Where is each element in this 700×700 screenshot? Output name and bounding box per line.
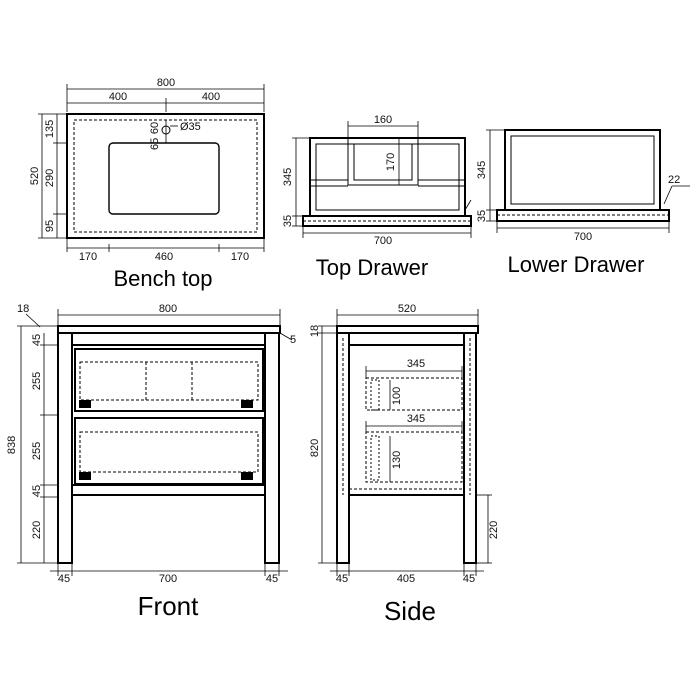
dim-front-leg-left: 45 (58, 573, 70, 585)
dim-bench-w-left: 170 (79, 251, 97, 263)
dim-side-drawer1-h: 100 (391, 387, 403, 405)
dim-front-leg: 220 (31, 521, 43, 539)
dim-bench-half-right: 400 (202, 91, 220, 103)
dim-lowerdrawer-height: 345 (476, 161, 488, 179)
dim-front-overhang: 5 (290, 334, 296, 346)
dim-topdrawer-width: 700 (374, 235, 392, 247)
dim-side-body: 820 (309, 439, 321, 457)
dim-front-drawer2: 255 (31, 442, 43, 460)
dim-lowerdrawer-base: 35 (476, 210, 488, 222)
dim-side-top-thickness: 18 (309, 325, 321, 337)
bench-top-view: 800 400 400 Ø35 65 60 520 135 290 95 (29, 77, 265, 291)
dim-lowerdrawer-lip: 22 (668, 174, 680, 186)
dim-front-drawer1: 255 (31, 372, 43, 390)
dim-tap-a: 65 (149, 138, 161, 150)
dim-front-top-thickness: 18 (17, 303, 29, 315)
dim-topdrawer-gap: 160 (374, 114, 392, 126)
front-view: 800 18 5 838 45 (6, 303, 296, 621)
lower-drawer-view: 345 35 22 700 Lower Drawer (476, 129, 690, 277)
dim-side-span: 405 (397, 573, 415, 585)
dim-bench-d-mid: 290 (44, 169, 56, 187)
dim-front-rail-bot: 45 (31, 485, 43, 497)
dim-topdrawer-height: 345 (282, 168, 294, 186)
side-view: 520 345 100 345 130 18 820 (309, 303, 500, 626)
front-drawer-2 (74, 417, 264, 485)
caption-bench-top: Bench top (113, 266, 212, 291)
front-drawer-1 (74, 348, 264, 412)
caption-top-drawer: Top Drawer (316, 255, 428, 280)
side-leg-left (336, 332, 350, 564)
dim-bench-d-bot: 95 (44, 220, 56, 232)
dim-bench-w-right: 170 (231, 251, 249, 263)
dim-topdrawer-inner: 170 (385, 153, 397, 171)
dim-side-depth: 520 (398, 303, 416, 315)
dim-tap-hole: Ø35 (180, 121, 201, 133)
dim-tap-b: 60 (149, 122, 161, 134)
side-leg-right (463, 332, 477, 564)
caption-lower-drawer: Lower Drawer (508, 252, 645, 277)
dim-bench-d-top: 135 (44, 120, 56, 138)
bench-top-outline (66, 113, 265, 239)
dim-front-top: 800 (159, 303, 177, 315)
dim-side-leg-left: 45 (336, 573, 348, 585)
side-drawer-2 (365, 431, 463, 483)
side-top-slab (336, 325, 479, 334)
dim-side-drawer1-depth: 345 (407, 358, 425, 370)
caption-side: Side (384, 596, 436, 626)
dim-lowerdrawer-width: 700 (574, 231, 592, 243)
front-leg-left (57, 332, 73, 564)
dim-front-span: 700 (159, 573, 177, 585)
dim-front-rail-top: 45 (31, 334, 43, 346)
dim-front-total: 838 (6, 436, 18, 454)
dim-side-leg-right: 45 (463, 573, 475, 585)
dim-front-leg-right: 45 (266, 573, 278, 585)
front-leg-right (264, 332, 280, 564)
dim-side-drawer2-h: 130 (391, 451, 403, 469)
dim-bench-half-left: 400 (109, 91, 127, 103)
side-drawer-1 (365, 377, 463, 411)
dim-side-leg: 220 (488, 521, 500, 539)
dim-topdrawer-base: 35 (282, 215, 294, 227)
dim-bench-width: 800 (157, 77, 175, 89)
dim-side-drawer2-depth: 345 (407, 413, 425, 425)
dim-bench-depth: 520 (29, 167, 41, 185)
front-top-slab (57, 325, 281, 334)
basin-outline (108, 142, 220, 215)
top-drawer-view: 160 170 345 35 700 Top Drawer (282, 114, 472, 280)
caption-front: Front (138, 591, 199, 621)
dim-bench-w-mid: 460 (155, 251, 173, 263)
